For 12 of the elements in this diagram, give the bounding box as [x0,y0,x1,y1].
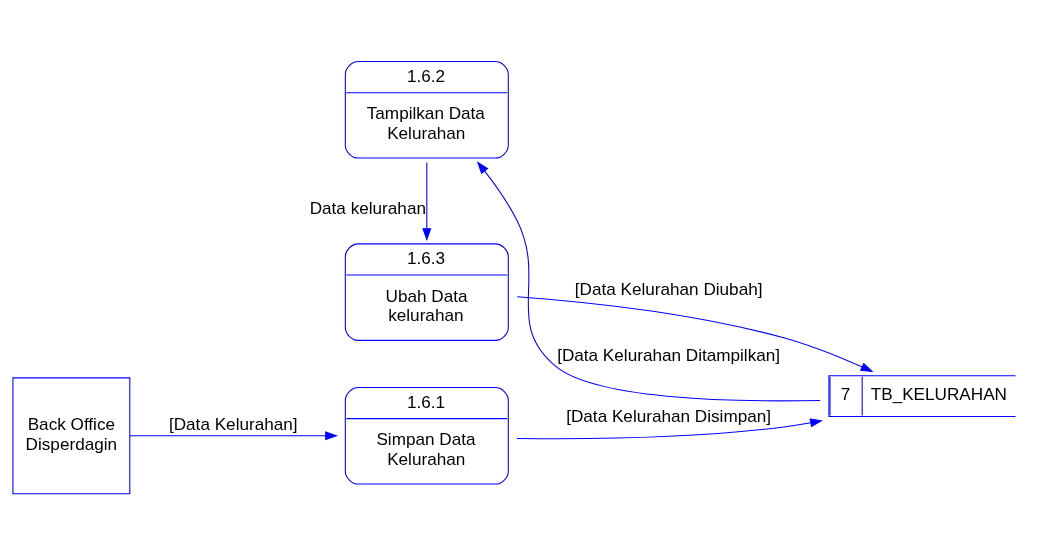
edge-label: [Data Kelurahan] [168,413,298,434]
node-text: 7 TB_KELURAHAN [840,383,1007,404]
edge-label: [Data Kelurahan Disimpan] [566,405,772,426]
node-box: Back Office Disperdagin [12,376,131,494]
arrow [422,161,432,241]
arrow [516,295,874,372]
edge-label: Data kelurahan [309,197,426,218]
edge-label: [Data Kelurahan Ditampilkan] [557,344,781,365]
arrow [516,417,823,439]
arrow [129,430,339,440]
arrow [476,160,821,401]
edge-label: [Data Kelurahan Diubah] [574,278,763,299]
